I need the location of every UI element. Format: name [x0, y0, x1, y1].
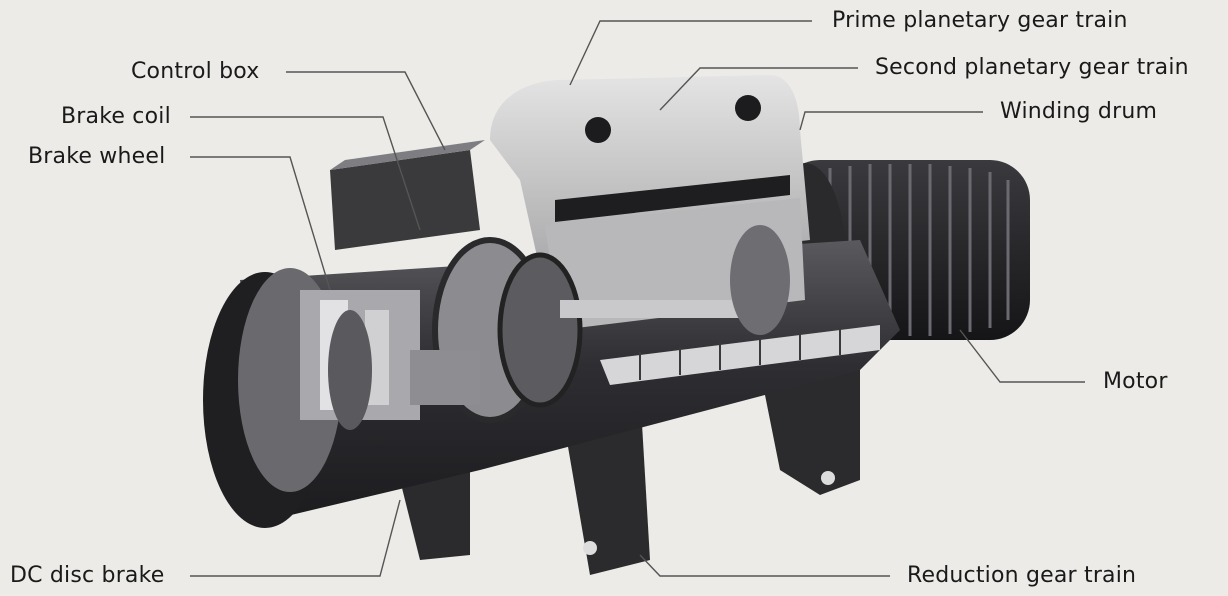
label-prime-planetary-gear-train: Prime planetary gear train — [832, 8, 1128, 33]
leader-lines — [190, 20, 1085, 577]
label-motor: Motor — [1103, 369, 1168, 394]
label-second-planetary-gear-train: Second planetary gear train — [875, 55, 1189, 80]
label-reduction-gear-train: Reduction gear train — [907, 563, 1137, 588]
brake-assembly — [300, 290, 480, 430]
label-winding-drum: Winding drum — [1000, 99, 1158, 124]
internal-gears — [432, 225, 880, 423]
control-box-shape — [330, 140, 485, 250]
label-dc-disc-brake: DC disc brake — [10, 563, 165, 588]
label-brake-wheel: Brake wheel — [28, 144, 166, 169]
label-control-box: Control box — [131, 59, 260, 84]
label-brake-coil: Brake coil — [61, 104, 171, 129]
